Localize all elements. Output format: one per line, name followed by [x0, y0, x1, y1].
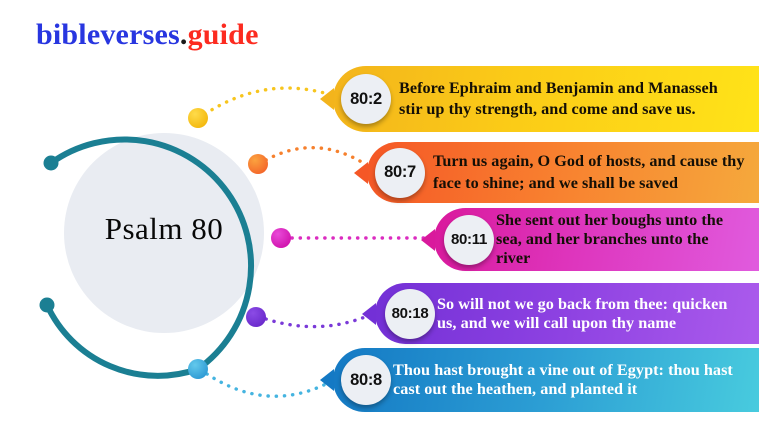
verse-text: She sent out her boughs unto the sea, an… [496, 211, 724, 267]
hub-arc-endpoint-bottom [39, 297, 55, 313]
verse-text: Before Ephraim and Benjamin and Manasseh… [399, 78, 718, 118]
verse-badge: 80:2 [341, 74, 391, 124]
node-dot-verse-1[interactable] [188, 108, 208, 128]
connector-line-4 [264, 313, 372, 329]
card-pointer-icon [320, 369, 334, 391]
verse-card-80-18[interactable]: 80:18 So will not we go back from thee: … [362, 283, 759, 344]
node-dot-verse-4[interactable] [246, 307, 266, 327]
hub-ring-arc-top [48, 136, 255, 372]
verse-card-80-11[interactable]: 80:11 She sent out her boughs unto the s… [421, 208, 759, 271]
verse-text: So will not we go back from thee: quicke… [437, 294, 728, 332]
verse-text: Thou hast brought a vine out of Egypt: t… [393, 361, 733, 398]
card-pointer-icon [320, 88, 334, 110]
site-logo[interactable]: bibleverses.guide [36, 20, 259, 50]
node-dot-verse-2[interactable] [248, 154, 268, 174]
verse-badge: 80:18 [385, 288, 435, 339]
hub-arc-endpoint-top [43, 155, 59, 171]
verse-text: Turn us again, O God of hosts, and cause… [433, 152, 745, 192]
verse-badge: 80:7 [375, 147, 425, 198]
hub-center-label: Psalm 80 [104, 211, 224, 246]
connector-line-5 [205, 372, 332, 398]
verse-card-80-2[interactable]: 80:2 Before Ephraim and Benjamin and Man… [320, 66, 759, 132]
verse-badge: 80:11 [444, 214, 494, 265]
hub-ring-arc-bottom [44, 302, 201, 379]
card-pointer-icon [354, 161, 368, 184]
logo-secondary-text: guide [187, 18, 259, 51]
verse-badge: 80:8 [341, 355, 391, 405]
verse-card-80-7[interactable]: 80:7 Turn us again, O God of hosts, and … [354, 142, 759, 203]
node-dot-verse-3[interactable] [271, 228, 291, 248]
verse-card-80-8[interactable]: 80:8 Thou hast brought a vine out of Egy… [320, 348, 759, 412]
node-dot-verse-5[interactable] [188, 359, 208, 379]
card-pointer-icon [362, 302, 376, 325]
card-pointer-icon [421, 228, 435, 251]
logo-primary-text: bibleverses [36, 18, 180, 51]
logo-dot: . [179, 18, 188, 51]
